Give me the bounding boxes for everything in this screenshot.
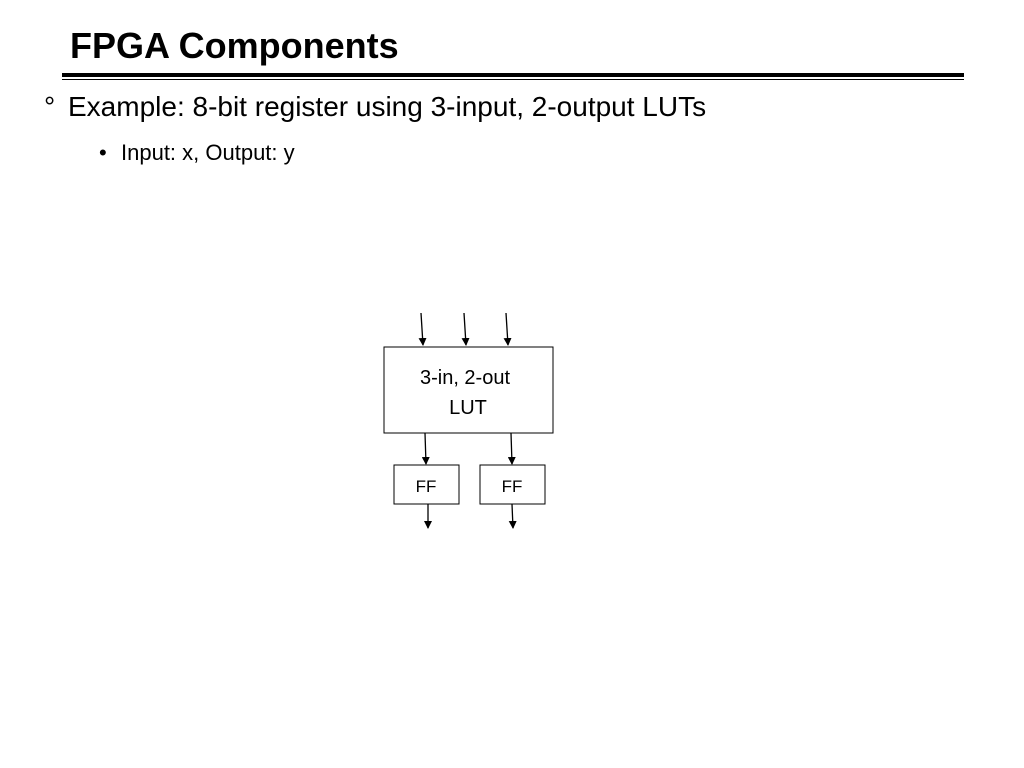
lut-output-arrow <box>507 432 516 465</box>
flip-flop-label: FF <box>416 477 437 496</box>
flip-flop-box <box>393 464 460 505</box>
lut-input-arrow <box>503 312 512 346</box>
lut-input-arrow <box>461 312 470 346</box>
sub-bullet-io-text: Input: x, Output: y <box>121 140 295 165</box>
slide-title: FPGA Components <box>70 25 399 66</box>
lut-box <box>383 346 554 434</box>
sub-bullet-io: • Input: x, Output: y <box>99 139 295 167</box>
lut-label-line1: 3-in, 2-out <box>420 367 510 389</box>
flip-flop-label: FF <box>502 477 523 496</box>
ff-output-arrow <box>508 503 517 529</box>
lut-label-line2: LUT <box>449 397 487 419</box>
title-underline <box>62 73 964 77</box>
degree-bullet-marker: ° <box>44 91 56 122</box>
title-underline-thin <box>62 79 964 80</box>
flip-flop-box <box>479 464 546 505</box>
dot-bullet-marker: • <box>99 140 107 165</box>
bullet-example-text: Example: 8-bit register using 3-input, 2… <box>68 91 707 122</box>
lut-input-arrow <box>418 312 427 346</box>
lut-output-arrow <box>421 432 430 465</box>
bullet-example: ° Example: 8-bit register using 3-input, … <box>44 90 706 124</box>
